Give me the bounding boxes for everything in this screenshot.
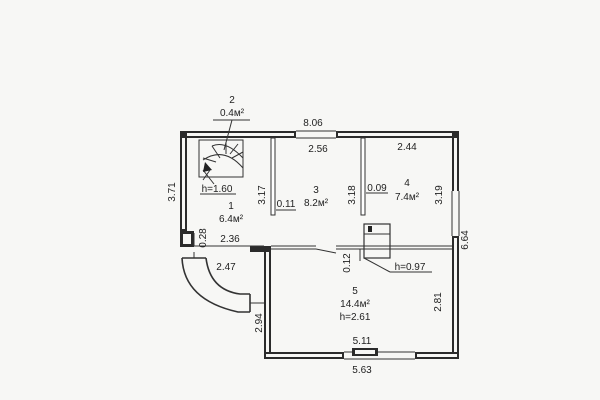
under-stair-block: [363, 223, 432, 273]
dim-left-total: 3.71: [167, 182, 178, 202]
dim-room3-partition: 0.11: [277, 199, 296, 210]
dim-right-total: 6.64: [460, 230, 471, 250]
room-5-height: h=2.61: [340, 312, 371, 323]
dim-room1-niche: 0.28: [198, 228, 209, 248]
exterior-walls: [180, 130, 460, 360]
entrance-porch: [181, 252, 264, 313]
room-1-number: 1: [228, 201, 234, 212]
under-stair-height: h=0.97: [395, 262, 426, 273]
dim-hall-left: 2.94: [254, 313, 265, 333]
labels: 2 0.4м² h=1.60 1 6.4м² 3 8.2м² 4 7.4м² 5…: [167, 95, 471, 376]
dim-top-room4: 2.44: [397, 142, 417, 153]
under-stair-box: [363, 223, 391, 259]
porch-outer-curve: [181, 257, 250, 313]
room-4-number: 4: [404, 178, 410, 189]
dim-top-room3: 2.56: [308, 144, 328, 155]
door-leaf: [315, 248, 337, 254]
dim-bottom-total: 5.63: [352, 365, 372, 376]
room-5-number: 5: [352, 286, 358, 297]
porch-inner-curve: [205, 257, 250, 295]
dim-room3-right: 3.18: [347, 185, 358, 205]
stair-height: h=1.60: [202, 184, 233, 195]
room-2-area: 0.4м²: [220, 108, 245, 119]
room-3-number: 3: [313, 185, 319, 196]
dim-room1-width: 2.36: [220, 234, 240, 245]
room-5-area: 14.4м²: [340, 299, 370, 310]
under-stair-diagonal: [363, 257, 391, 273]
dim-hall-width-inner: 5.11: [353, 336, 372, 347]
dim-hall-right: 2.81: [433, 292, 444, 312]
dim-room4-right: 3.19: [434, 185, 445, 205]
dim-top-total: 8.06: [303, 118, 323, 129]
partition-1-3: [270, 137, 276, 216]
partition-3-4: [360, 137, 366, 216]
stair-arrow-icon: [203, 162, 212, 172]
dim-corridor-width: 2.47: [216, 262, 236, 273]
dim-hall-step: 0.12: [342, 253, 353, 273]
wall-hall-top-left: [250, 246, 271, 252]
room-4-area: 7.4м²: [395, 192, 420, 203]
spiral-stair: [198, 139, 244, 185]
interior-partitions: [193, 137, 452, 261]
room-3-area: 8.2м²: [304, 198, 329, 209]
stair-box: [198, 139, 244, 178]
room-1-area: 6.4м²: [219, 214, 244, 225]
dim-room4-partition: 0.09: [367, 183, 387, 194]
dim-room1-right: 3.17: [257, 185, 268, 205]
room-2-number: 2: [229, 95, 235, 106]
